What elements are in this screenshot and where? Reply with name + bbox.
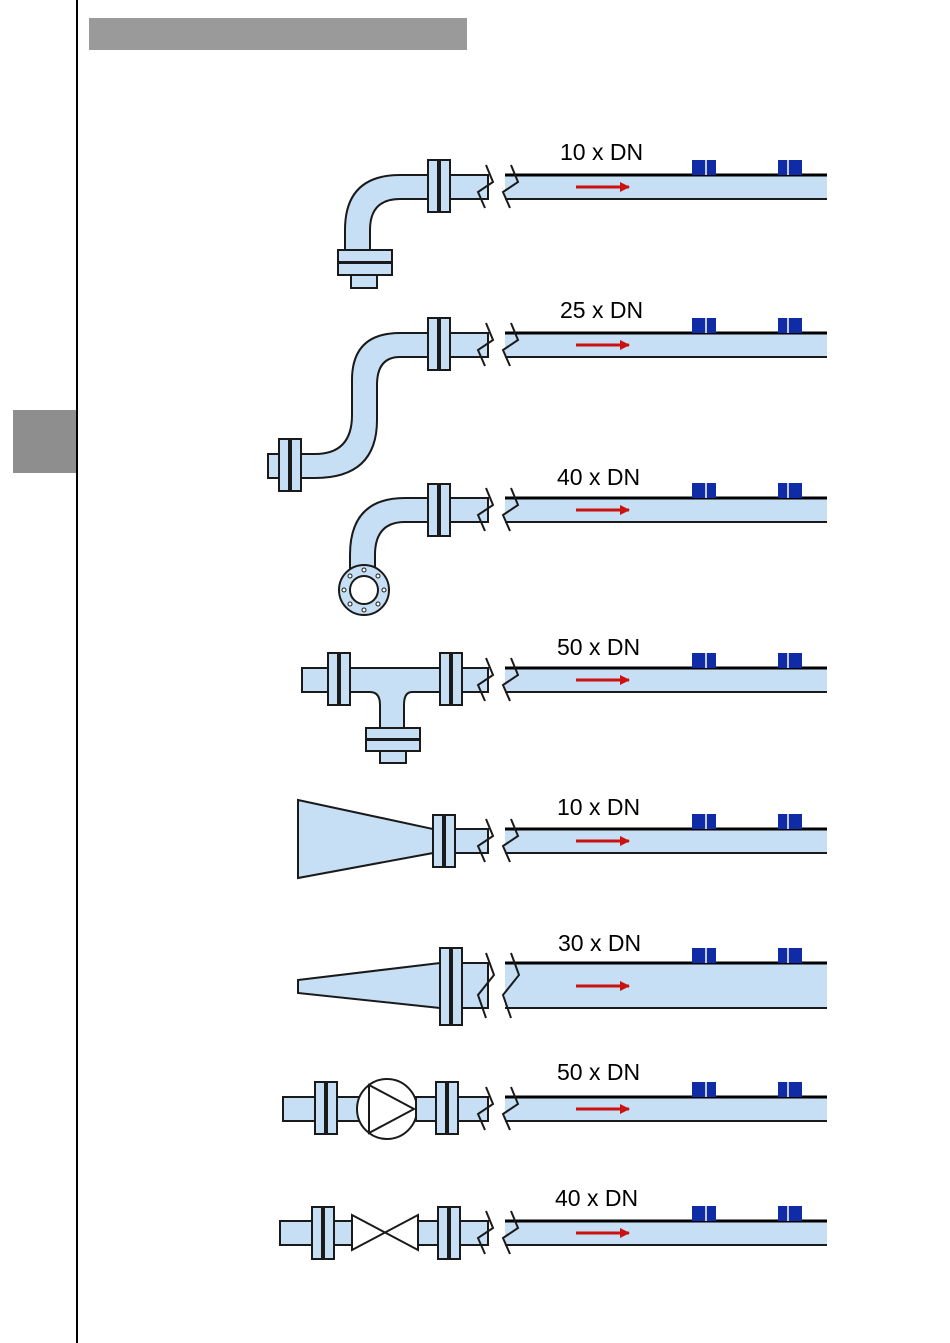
flange bbox=[440, 318, 450, 370]
sensor bbox=[778, 814, 802, 829]
flange bbox=[452, 653, 462, 705]
flange bbox=[366, 728, 420, 739]
flange bbox=[315, 1082, 325, 1134]
pipe-straight bbox=[505, 963, 827, 1008]
row-diffuser: 10 x DN bbox=[298, 794, 827, 878]
flange bbox=[279, 439, 289, 491]
flange bbox=[428, 160, 438, 212]
flange bbox=[436, 1082, 446, 1134]
sensor bbox=[778, 653, 802, 668]
diffuser-cone bbox=[298, 800, 433, 878]
t-piece-pipe bbox=[302, 668, 440, 730]
sensor bbox=[778, 1206, 802, 1221]
sensor bbox=[692, 483, 716, 498]
distance-label: 10 x DN bbox=[557, 794, 640, 820]
distance-label: 30 x DN bbox=[558, 930, 641, 956]
sensor bbox=[692, 318, 716, 333]
distance-label: 10 x DN bbox=[560, 139, 643, 165]
distance-label: 50 x DN bbox=[557, 634, 640, 660]
sensor bbox=[778, 160, 802, 175]
pipe-straight bbox=[505, 175, 827, 199]
row-double-elbow: 25 x DN bbox=[268, 297, 827, 491]
flange bbox=[340, 653, 350, 705]
distance-label: 50 x DN bbox=[557, 1059, 640, 1085]
sensor bbox=[778, 483, 802, 498]
flange bbox=[328, 653, 338, 705]
sensor bbox=[692, 160, 716, 175]
pipe-straight bbox=[505, 1097, 827, 1121]
row-valve: 40 x DN bbox=[280, 1185, 827, 1259]
flange bbox=[440, 484, 450, 536]
pipe-straight bbox=[505, 1221, 827, 1245]
flange bbox=[291, 439, 301, 491]
reducer-cone bbox=[298, 963, 440, 1008]
flange bbox=[440, 653, 450, 705]
sensor bbox=[692, 1206, 716, 1221]
row-reducer: 30 x DN bbox=[298, 930, 827, 1025]
flange bbox=[338, 263, 392, 275]
distance-label: 25 x DN bbox=[560, 297, 643, 323]
flange bbox=[324, 1207, 334, 1259]
flange bbox=[338, 250, 392, 262]
valve-symbol bbox=[352, 1215, 418, 1250]
flange bbox=[312, 1207, 322, 1259]
sensor bbox=[692, 814, 716, 829]
pipe-straight bbox=[505, 333, 827, 357]
distance-label: 40 x DN bbox=[555, 1185, 638, 1211]
flange bbox=[440, 160, 450, 212]
double-elbow-pipe bbox=[300, 333, 440, 478]
flange bbox=[448, 1082, 458, 1134]
flange bbox=[433, 815, 443, 867]
flange bbox=[445, 815, 455, 867]
sensor bbox=[692, 1082, 716, 1097]
flange bbox=[452, 948, 462, 1025]
flange bbox=[366, 740, 420, 751]
sensor bbox=[692, 948, 716, 963]
sensor bbox=[778, 948, 802, 963]
sensor bbox=[778, 318, 802, 333]
pipe-straight bbox=[505, 498, 827, 522]
row-elbow: 10 x DN bbox=[338, 139, 827, 288]
row-t-piece: 50 x DN bbox=[302, 634, 827, 763]
flange bbox=[450, 1207, 460, 1259]
row-elbow-downward: 40 x DN bbox=[339, 464, 827, 615]
flange bbox=[440, 948, 450, 1025]
flange bbox=[428, 484, 438, 536]
sensor bbox=[778, 1082, 802, 1097]
pipe-straight bbox=[505, 829, 827, 853]
distance-label: 40 x DN bbox=[557, 464, 640, 490]
flange bbox=[438, 1207, 448, 1259]
sensor bbox=[692, 653, 716, 668]
pipe-straight bbox=[505, 668, 827, 692]
flange bbox=[327, 1082, 337, 1134]
row-pump: 50 x DN bbox=[283, 1059, 827, 1139]
flange bbox=[428, 318, 438, 370]
